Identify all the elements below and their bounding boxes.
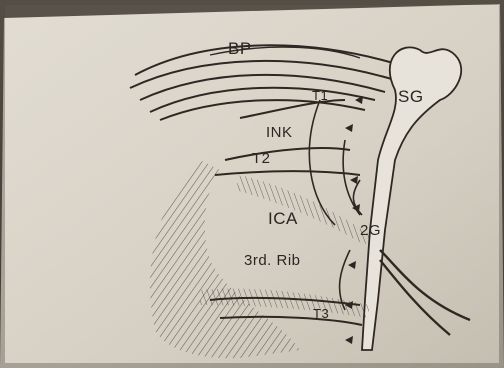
- label-ica: ICA: [268, 210, 298, 227]
- label-ink: INK: [266, 125, 293, 140]
- label-2g: 2G: [360, 223, 381, 238]
- label-t3: T3: [313, 307, 329, 320]
- label-sg: SG: [398, 88, 424, 105]
- label-3rd-rib: 3rd. Rib: [244, 253, 301, 268]
- label-bp: BP: [228, 40, 252, 57]
- label-t1: T1: [312, 89, 328, 102]
- label-t2: T2: [252, 151, 271, 166]
